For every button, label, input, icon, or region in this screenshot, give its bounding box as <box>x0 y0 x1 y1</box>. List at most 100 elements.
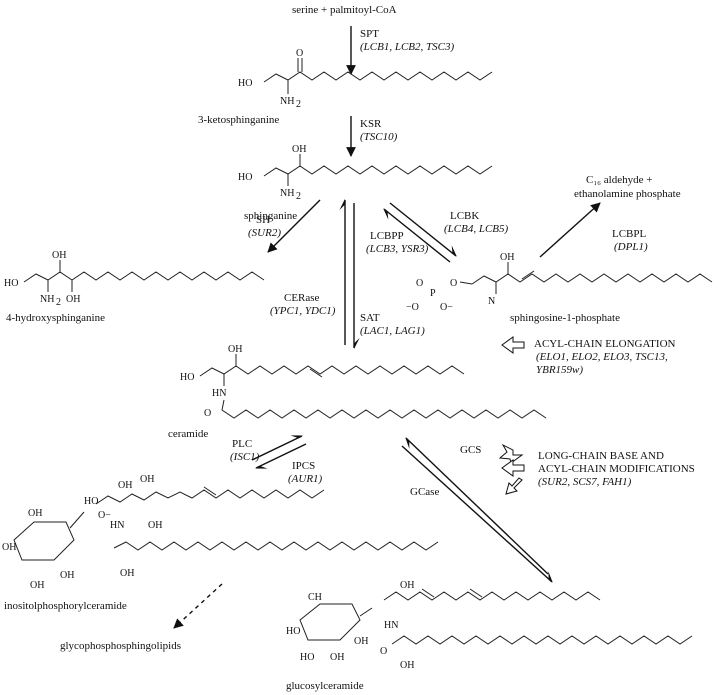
svg-text:HO: HO <box>180 372 194 383</box>
ketosphinganine-structure: O HO NH 2 <box>238 48 493 110</box>
enzyme-lcbk: LCBK <box>450 210 480 222</box>
label-hydroxysphinganine: 4-hydroxysphinganine <box>6 312 105 324</box>
label-sphinganine: sphinganine <box>244 210 298 222</box>
enzyme-lcbpp: LCBPP <box>370 230 404 242</box>
svg-text:OH: OH <box>148 520 162 531</box>
genes-cerase: (YPC1, YDC1) <box>270 305 336 317</box>
genes-lcbpp: (LCB3, YSR3) <box>366 243 429 255</box>
svg-text:O: O <box>450 278 457 289</box>
hollow-arrow-mod-1 <box>498 443 524 464</box>
enzyme-spt: SPT <box>360 28 379 40</box>
svg-text:OH: OH <box>120 568 134 579</box>
svg-text:OH: OH <box>330 652 344 663</box>
sh-arrow <box>267 199 321 253</box>
ceramide-structure: OH HO HN O <box>180 344 547 419</box>
sphinganine-structure: OH HO NH 2 <box>238 144 493 202</box>
svg-text:2: 2 <box>296 191 301 202</box>
svg-text:HO: HO <box>300 652 314 663</box>
ipc-structure: HO O− OH OH HN OH OH OH OH OH OH <box>2 474 439 591</box>
enzyme-ksr: KSR <box>360 118 382 130</box>
svg-text:O: O <box>204 408 211 419</box>
svg-text:HO: HO <box>286 626 300 637</box>
note-elongation-genes-2: YBR159w) <box>536 364 584 376</box>
genes-sh: (SUR2) <box>248 227 281 239</box>
note-elongation-title: ACYL-CHAIN ELONGATION <box>534 338 676 350</box>
svg-text:OH: OH <box>60 570 74 581</box>
svg-text:OH: OH <box>118 480 132 491</box>
hollow-arrow-mod-3 <box>505 477 523 495</box>
label-gpsl: glycophosphosphingolipids <box>60 640 182 652</box>
svg-text:OH: OH <box>52 250 66 261</box>
genes-spt: (LCB1, LCB2, TSC3) <box>360 41 455 53</box>
svg-text:O: O <box>380 646 387 657</box>
label-glucosylceramide: glucosylceramide <box>286 680 364 692</box>
svg-text:NH: NH <box>280 96 294 107</box>
hollow-arrow-mod-2 <box>501 459 525 477</box>
genes-lcbk: (LCB4, LCB5) <box>444 223 509 235</box>
gcase-arrow <box>401 445 553 583</box>
label-aldehyde-1: C₁₆ aldehyde + <box>586 174 653 186</box>
note-mod-title-2: ACYL-CHAIN MODIFICATIONS <box>538 463 695 475</box>
svg-text:O−: O− <box>440 302 453 313</box>
gcs-arrow <box>405 437 549 575</box>
svg-text:OH: OH <box>140 474 154 485</box>
note-elongation-genes-1: (ELO1, ELO2, ELO3, TSC13, <box>536 351 668 363</box>
svg-text:HN: HN <box>384 620 398 631</box>
svg-text:OH: OH <box>228 344 242 355</box>
lcbk-reverse-arrow <box>383 208 451 263</box>
enzyme-ipcs: IPCS <box>292 460 316 472</box>
label-ketosphinganine: 3-ketosphinganine <box>198 114 280 126</box>
svg-text:HO: HO <box>4 278 18 289</box>
note-mod-genes: (SUR2, SCS7, FAH1) <box>538 476 632 488</box>
enzyme-sh: SH <box>256 214 271 226</box>
enzyme-cerase: CERase <box>284 292 320 304</box>
note-mod-title-1: LONG-CHAIN BASE AND <box>538 450 664 462</box>
svg-text:OH: OH <box>500 252 514 263</box>
label-ceramide: ceramide <box>168 428 209 440</box>
label-ipc: inositolphosphorylceramide <box>4 600 127 612</box>
svg-text:HO: HO <box>84 496 98 507</box>
genes-plc: (ISC1) <box>230 451 260 463</box>
enzyme-gcs: GCS <box>460 444 482 456</box>
lcbpl-arrow <box>539 202 601 258</box>
svg-text:−O: −O <box>406 302 419 313</box>
svg-text:HO: HO <box>238 78 252 89</box>
svg-text:OH: OH <box>400 580 414 591</box>
svg-text:2: 2 <box>56 297 61 308</box>
svg-text:HO: HO <box>238 172 252 183</box>
label-s1p: sphingosine-1-phosphate <box>510 312 620 324</box>
svg-text:NH: NH <box>40 294 54 305</box>
genes-sat: (LAC1, LAG1) <box>360 325 425 337</box>
enzyme-lcbpl: LCBPL <box>612 228 647 240</box>
svg-text:OH: OH <box>28 508 42 519</box>
s1p-structure: OH N O P O −O O− <box>406 252 713 313</box>
genes-lcbpl: (DPL1) <box>614 241 648 253</box>
hydroxysphinganine-structure: OH HO NH 2 OH <box>4 250 265 308</box>
svg-text:OH: OH <box>66 294 80 305</box>
enzyme-plc: PLC <box>232 438 253 450</box>
svg-text:O−: O− <box>98 510 111 521</box>
enzyme-sat: SAT <box>360 312 380 324</box>
svg-text:O: O <box>296 48 303 59</box>
svg-text:O: O <box>416 278 423 289</box>
svg-text:OH: OH <box>354 636 368 647</box>
svg-text:CH: CH <box>308 592 322 603</box>
enzyme-gcase: GCase <box>410 486 440 498</box>
svg-text:HN: HN <box>110 520 124 531</box>
svg-text:NH: NH <box>280 188 294 199</box>
svg-text:OH: OH <box>400 660 414 671</box>
lcbk-arrow <box>389 202 457 257</box>
genes-ksr: (TSC10) <box>360 131 398 143</box>
hollow-arrow-elongation <box>501 336 525 354</box>
label-aldehyde-2: ethanolamine phosphate <box>574 188 681 200</box>
svg-text:HN: HN <box>212 388 226 399</box>
svg-text:OH: OH <box>292 144 306 155</box>
svg-text:OH: OH <box>2 542 16 553</box>
label-start: serine + palmitoyl-CoA <box>292 4 397 16</box>
svg-text:2: 2 <box>296 99 301 110</box>
genes-ipcs: (AUR1) <box>288 473 323 485</box>
svg-text:OH: OH <box>30 580 44 591</box>
dashed-arrow <box>173 583 223 629</box>
